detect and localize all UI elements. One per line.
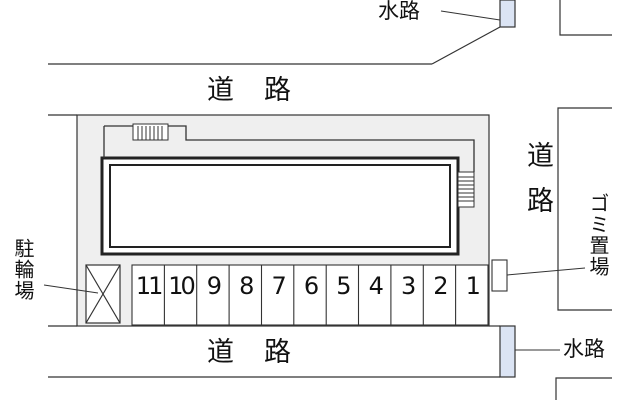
parking-stall-number: 5 bbox=[336, 272, 351, 300]
parking-stall-number: 10 bbox=[168, 272, 196, 300]
neighbor-right-outline bbox=[557, 107, 612, 311]
leader-garbage bbox=[506, 267, 586, 276]
bicycle-parking-box bbox=[85, 264, 121, 324]
road-top-diagonal-edge bbox=[431, 26, 501, 65]
parking-stall-number: 9 bbox=[206, 272, 222, 300]
waterway-top bbox=[499, 0, 516, 28]
parking-stall-grid bbox=[131, 264, 489, 326]
parking-stall-number: 8 bbox=[239, 272, 254, 300]
stair-right bbox=[457, 171, 475, 208]
road-bottom-label: 道路 bbox=[207, 337, 321, 368]
road-right-label: 道路 bbox=[522, 141, 553, 231]
parking-stall-number: 1 bbox=[465, 272, 481, 300]
parking-stall-number: 6 bbox=[303, 272, 319, 300]
garbage-area-box bbox=[491, 259, 508, 292]
building-inner-outline bbox=[109, 164, 451, 248]
leader-water-top bbox=[440, 10, 501, 21]
waterway-bottom-label: 水路 bbox=[563, 337, 605, 361]
road-top-label: 道路 bbox=[207, 75, 321, 106]
waterway-top-label: 水路 bbox=[378, 0, 420, 23]
neighbor-top-right-outline bbox=[559, 0, 612, 36]
waterway-bottom bbox=[499, 325, 516, 378]
bicycle-parking-label: 駐輪場 bbox=[11, 238, 35, 301]
parking-stall-number: 7 bbox=[271, 272, 286, 300]
building-outline bbox=[100, 156, 460, 256]
parking-stall-number: 4 bbox=[368, 272, 384, 300]
parking-stall-number: 11 bbox=[135, 272, 164, 300]
stair-top bbox=[132, 123, 169, 141]
leader-bicycle bbox=[43, 284, 99, 294]
garbage-area-label: ゴミ置場 bbox=[586, 193, 610, 277]
parking-stall-number: 3 bbox=[400, 272, 416, 300]
parking-stall-number: 2 bbox=[433, 272, 448, 300]
neighbor-bottom-right-outline bbox=[555, 377, 612, 400]
